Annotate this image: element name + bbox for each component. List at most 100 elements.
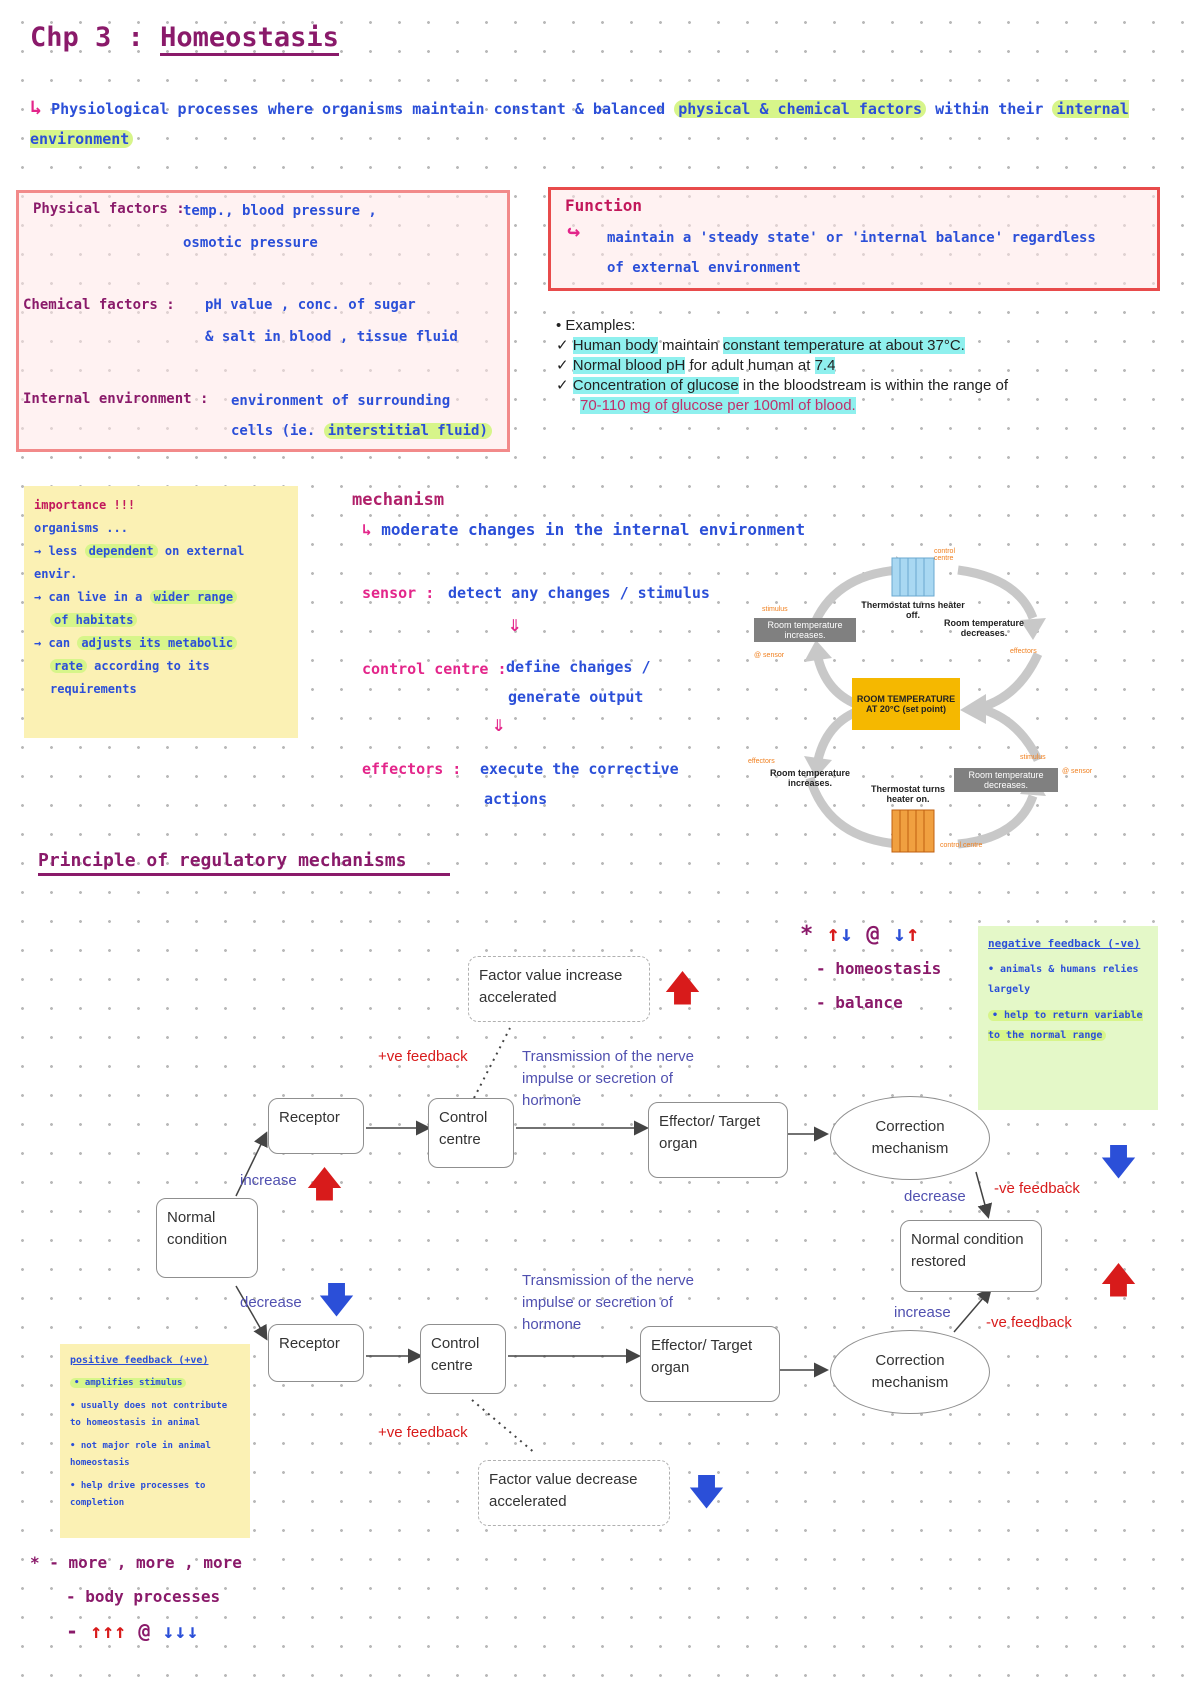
- chemical-factors-line1: pH value , conc. of sugar: [205, 297, 416, 313]
- top-right-note-item2: - balance: [816, 993, 903, 1012]
- importance-bullet-2-pre: → can live in a: [34, 590, 143, 604]
- importance-bullet-3-pre: → can: [34, 636, 71, 650]
- room-temp-decreases-bottom: Room temperature decreases.: [954, 768, 1058, 792]
- internal-env-label: Internal environment :: [23, 391, 209, 407]
- definition-mid: within their: [935, 100, 1044, 118]
- down-arrows-icon: ↓↓↓: [162, 1619, 199, 1643]
- receptor-box-upper: Receptor: [268, 1098, 364, 1154]
- mechanism: mechanism ↳ moderate changes in the inte…: [352, 490, 805, 820]
- mechanism-title: mechanism: [352, 490, 445, 510]
- transmission-label-lower: Transmission of the nerve impulse or sec…: [522, 1272, 695, 1333]
- importance-bullet-3-post1: according to its: [94, 659, 210, 673]
- bottom-note: * - more , more , more - body processes …: [30, 1546, 310, 1648]
- importance-bullet-1: → less dependent on external envir.: [34, 540, 288, 586]
- internal-env-line2: cells (ie. interstitial fluid): [231, 423, 492, 439]
- physical-factors-line2: osmotic pressure: [183, 235, 318, 251]
- physical-factors-label: Physical factors :: [33, 201, 185, 217]
- check-icon: ✓: [556, 337, 569, 354]
- annotation-control-1: control centre: [934, 548, 956, 562]
- effector-box-lower: Effector/ Target organ: [640, 1326, 780, 1402]
- positive-feedback-bullet-1-highlight: • amplifies stimulus: [70, 1378, 187, 1388]
- top-right-note-arrows: * ↑↓ @ ↓↑: [800, 918, 980, 952]
- example-1-highlight1: Human body: [572, 337, 658, 354]
- importance-note: importance !!! organisms ... → less depe…: [24, 486, 298, 738]
- factor-decrease-box: Factor value decrease accelerated: [478, 1460, 670, 1526]
- annotation-sensor-2: @ sensor: [1062, 768, 1093, 775]
- receptor-box-lower: Receptor: [268, 1324, 364, 1382]
- check-icon: ✓: [556, 377, 569, 394]
- at-symbol: @: [138, 1619, 151, 1643]
- annotation-stimulus-1: stimulus: [762, 606, 788, 613]
- blue-down-arrow-icon: 🡇: [318, 1279, 356, 1320]
- importance-bullet-3-highlight1: adjusts its metabolic: [77, 636, 238, 650]
- positive-feedback-title: positive feedback (+ve): [70, 1355, 209, 1366]
- function-title: Function: [565, 196, 643, 215]
- down-arrow-icon: ↓: [892, 922, 906, 947]
- example-2: ✓ Normal blood pH for adult human at 7.4: [556, 356, 1008, 376]
- negative-feedback-title: negative feedback (-ve): [988, 937, 1141, 950]
- neg-feedback-label-upper: -ve feedback: [994, 1180, 1080, 1197]
- bottom-note-dash: -: [66, 1619, 79, 1643]
- at-symbol: @: [866, 922, 880, 947]
- arrow-icon: ↳: [30, 95, 43, 119]
- up-arrow-icon: ↑: [826, 922, 840, 947]
- increase-label-upper: increase: [240, 1172, 297, 1189]
- chemical-factors-line2: & salt in blood , tissue fluid: [205, 329, 458, 345]
- down-arrow-icon: ⇓: [492, 712, 506, 737]
- importance-bullet-2-highlight2: of habitats: [50, 613, 138, 627]
- factor-increase-box: Factor value increase accelerated: [468, 956, 650, 1022]
- star-icon: *: [800, 922, 814, 947]
- pos-feedback-label-lower: +ve feedback: [378, 1424, 468, 1441]
- bottom-note-line1: * - more , more , more: [30, 1546, 310, 1580]
- example-1-mid: maintain: [657, 337, 723, 354]
- example-3: ✓ Concentration of glucose in the bloods…: [556, 376, 1008, 396]
- top-right-note: * ↑↓ @ ↓↑ - homeostasis - balance: [800, 918, 980, 1020]
- mechanism-subtitle: ↳ moderate changes in the internal envir…: [362, 520, 842, 539]
- function-line2: of external environment: [607, 260, 801, 276]
- importance-bullet-3-cont: rate according to its: [34, 655, 288, 678]
- importance-bullet-1-post: on external envir.: [34, 544, 245, 581]
- example-3-line2-highlight: 70-110 mg of glucose per 100ml of blood.: [580, 397, 856, 414]
- negative-feedback-bullet-2: • help to return variable to the normal …: [988, 1006, 1148, 1046]
- annotation-effectors-2: effectors: [748, 758, 775, 765]
- heater-on-label: Thermostat turns heater on.: [870, 784, 945, 804]
- transmission-label-upper: Transmission of the nerve impulse or sec…: [522, 1048, 695, 1109]
- set-point-box: ROOM TEMPERATURE AT 20°C (set point): [852, 678, 960, 730]
- effectors-text2: actions: [484, 790, 548, 808]
- room-temp-decreases-top: Room temperature decreases.: [943, 618, 1024, 638]
- room-temp-increases-top: Room temperature increases.: [754, 618, 856, 642]
- room-temp-increases-bottom: Room temperature increases.: [769, 768, 850, 788]
- control-text2: generate output: [508, 688, 644, 706]
- normal-condition-restored-box: Normal condition restored: [900, 1220, 1042, 1292]
- importance-bullet-1-pre: → less: [34, 544, 78, 558]
- negative-feedback-bullet-1: • animals & humans relies largely: [988, 964, 1139, 995]
- example-3-mid: in the bloodstream is within the range o…: [738, 377, 1009, 394]
- top-right-note-item1: - homeostasis: [816, 959, 942, 978]
- example-2-mid: for adult human at: [685, 357, 815, 374]
- importance-bullet-3-cont2: requirements: [50, 682, 137, 696]
- heater-off-label: Thermostat turns heater off.: [861, 600, 965, 620]
- down-arrow-icon: ↓: [839, 922, 853, 947]
- positive-feedback-bullet-4: • help drive processes to completion: [70, 1481, 206, 1508]
- star-icon: *: [30, 1553, 40, 1572]
- function-line1: maintain a 'steady state' or 'internal b…: [607, 230, 1096, 246]
- pos-feedback-label-upper: +ve feedback: [378, 1048, 468, 1065]
- definition-highlight-factors: physical & chemical factors: [674, 100, 927, 118]
- positive-feedback-note: positive feedback (+ve) • amplifies stim…: [60, 1344, 250, 1538]
- annotation-effectors-1: effectors: [1010, 648, 1037, 655]
- examples-heading: • Examples:: [556, 317, 636, 334]
- decrease-label-lower: decrease: [240, 1294, 302, 1311]
- up-arrows-icon: ↑↑↑: [90, 1619, 127, 1643]
- correction-mechanism-upper: Correction mechanism: [830, 1096, 990, 1180]
- control-centre-box-upper: Control centre: [428, 1098, 514, 1168]
- bottom-note-line3: - ↑↑↑ @ ↓↓↓: [30, 1614, 310, 1648]
- negative-feedback-bullet-2-highlight: • help to return variable to the normal …: [988, 1010, 1143, 1041]
- importance-bullet-2-cont: of habitats: [34, 609, 288, 632]
- chemical-factors-label: Chemical factors :: [23, 297, 175, 313]
- importance-bullet-3: → can adjusts its metabolic: [34, 632, 288, 655]
- blue-down-arrow-icon: 🡇: [688, 1471, 726, 1512]
- decrease-label-upper: decrease: [904, 1188, 966, 1205]
- up-arrow-icon: ↑: [906, 922, 920, 947]
- positive-feedback-bullet-2: • usually does not contribute to homeost…: [70, 1401, 228, 1428]
- principle-title: Principle of regulatory mechanisms: [38, 850, 450, 876]
